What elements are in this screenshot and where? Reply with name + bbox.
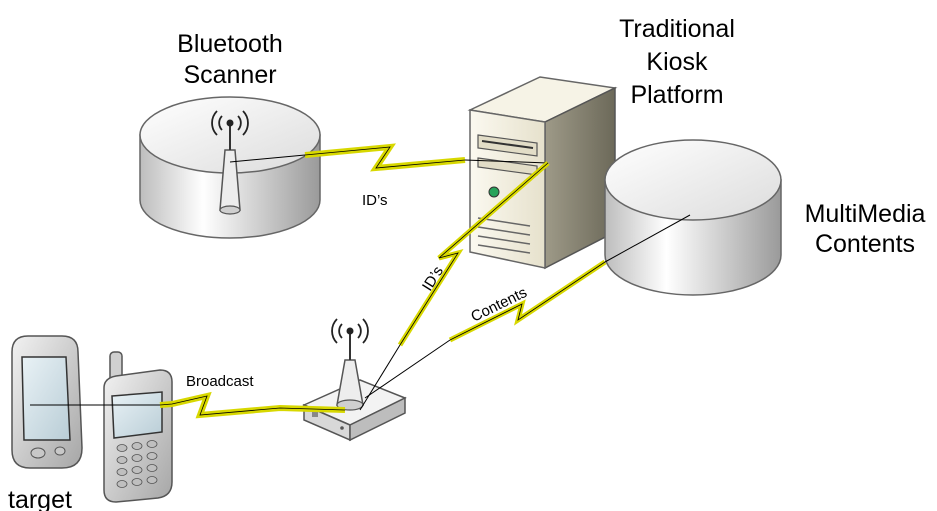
bluetooth-scanner-icon: [139, 96, 321, 239]
kiosk-server-icon: [467, 76, 618, 270]
multimedia-label-line2: Contents: [815, 230, 915, 258]
multimedia-database-icon: [604, 139, 782, 296]
scanner-label-line2: Scanner: [183, 61, 276, 89]
link-ap-kiosk: [359, 161, 550, 411]
kiosk-label-line3: Platform: [630, 81, 723, 109]
access-point-icon: [302, 318, 407, 442]
devices-ap-link-label: Broadcast: [186, 373, 254, 390]
link-ap-contents: [364, 214, 691, 399]
kiosk-label-line1: Traditional: [619, 15, 735, 43]
scanner-kiosk-link-label: ID’s: [362, 192, 388, 209]
kiosk-label-line2: Kiosk: [646, 48, 708, 76]
target-label: target: [8, 486, 72, 511]
link-devices-ap: [30, 391, 346, 419]
ap-kiosk-link-label: ID’s: [419, 263, 447, 294]
pda-icon: [11, 335, 83, 469]
link-scanner-kiosk: [229, 143, 549, 172]
mobile-phone-icon: [103, 351, 173, 503]
scanner-label-line1: Bluetooth: [177, 30, 283, 58]
multimedia-label-line1: MultiMedia: [805, 200, 926, 228]
